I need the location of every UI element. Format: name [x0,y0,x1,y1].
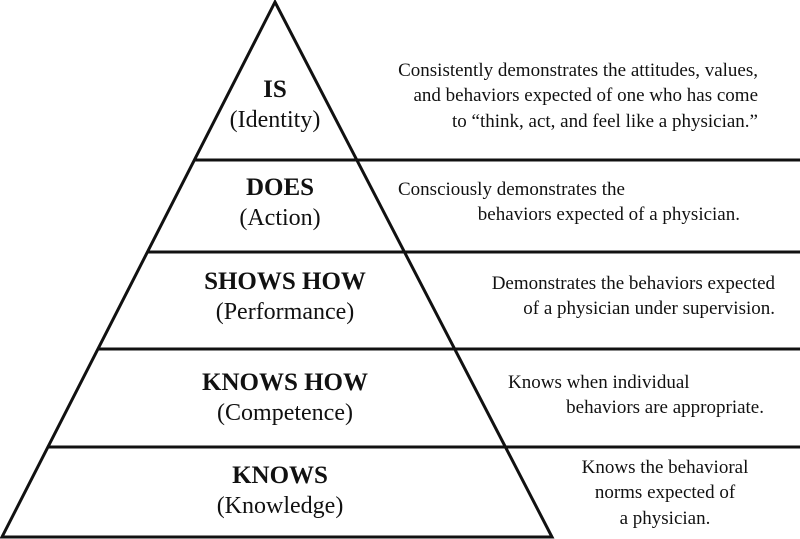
description-competence: Knows when individual behaviors are appr… [508,370,764,421]
description-line: Knows when individual [508,372,690,393]
description-knowledge: Knows the behavioral norms expected of a… [555,455,775,531]
level-subtitle: (Action) [239,205,321,232]
description-line: and behaviors expected of one who has co… [413,85,758,107]
level-subtitle: (Competence) [217,400,353,427]
level-action: DOES (Action) [180,172,380,233]
level-competence: KNOWS HOW (Competence) [160,367,410,428]
description-line: to “think, act, and feel like a physicia… [452,110,758,132]
level-title: IS [263,76,287,103]
description-identity: Consistently demonstrates the attitudes,… [338,58,758,134]
level-title: DOES [245,174,315,201]
description-performance: Demonstrates the behaviors expected of a… [445,271,775,322]
level-subtitle: (Knowledge) [216,493,344,520]
description-action: Consciously demonstrates the behaviors e… [398,177,740,228]
level-knowledge: KNOWS (Knowledge) [170,460,390,521]
level-performance: SHOWS HOW (Performance) [160,266,410,327]
level-title: SHOWS HOW [204,268,366,295]
description-line: of a physician under supervision. [523,298,775,320]
description-line: Knows the behavioral [581,457,749,478]
level-subtitle: (Performance) [215,299,355,326]
description-line: behaviors expected of a physician. [477,204,740,226]
pyramid-triangle [0,0,555,539]
level-subtitle: (Identity) [229,107,321,134]
description-line: Demonstrates the behaviors expected [491,273,775,294]
level-title: KNOWS HOW [202,369,368,396]
level-identity: IS (Identity) [195,74,355,135]
description-line: Consciously demonstrates the [398,179,625,200]
description-line: norms expected of [594,482,736,504]
description-line: behaviors are appropriate. [566,397,764,419]
description-line: Consistently demonstrates the attitudes,… [398,60,758,81]
description-line: a physician. [619,507,711,529]
level-title: KNOWS [232,462,328,489]
